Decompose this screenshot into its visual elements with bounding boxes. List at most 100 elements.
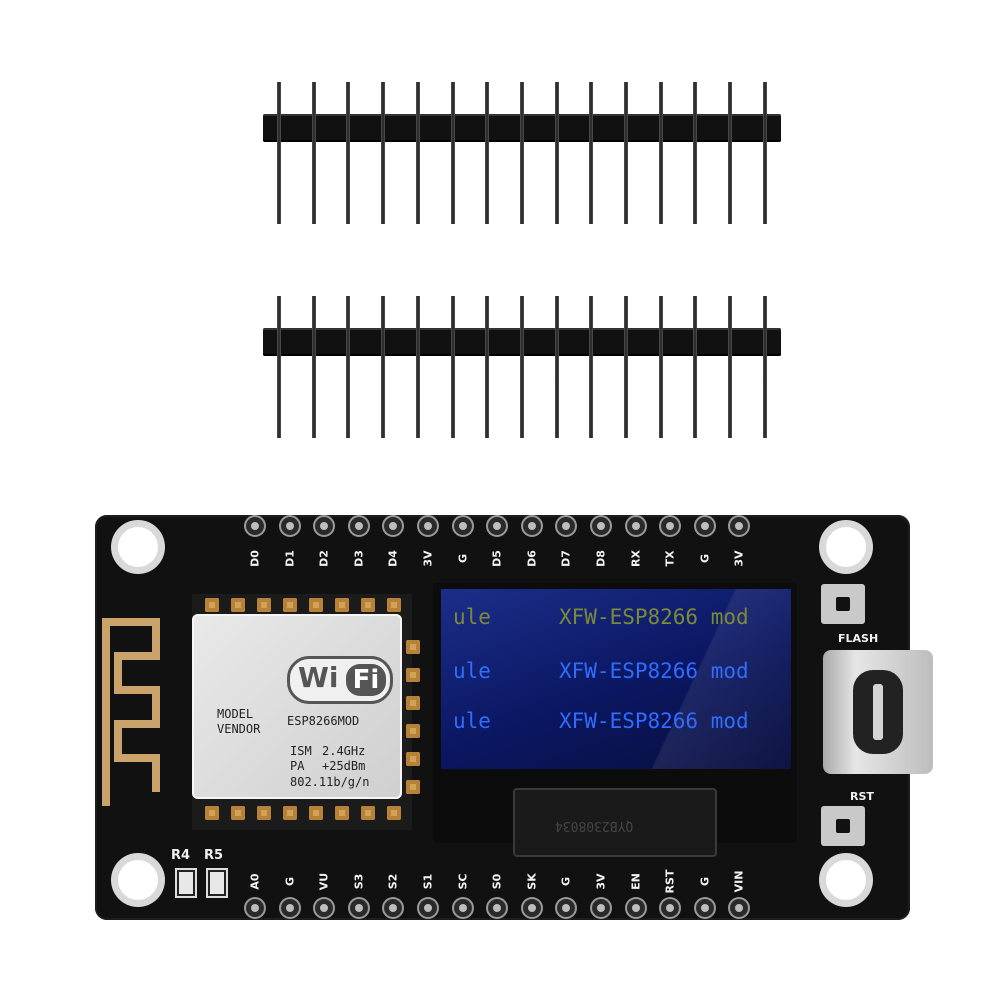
bottom-pad[interactable] <box>349 899 368 917</box>
freq-label: 2.4GHz <box>322 744 366 758</box>
header-pin <box>624 296 628 438</box>
castellated-pad <box>231 598 245 612</box>
oled-line-3-left: ule <box>453 709 491 733</box>
top-pad[interactable] <box>419 517 437 535</box>
bottom-pad[interactable] <box>453 899 472 917</box>
resistor-r5 <box>208 870 226 896</box>
top-pad[interactable] <box>626 517 645 535</box>
oled-line-1-left: ule <box>453 605 491 629</box>
top-pad[interactable] <box>280 517 299 535</box>
bottom-pad[interactable] <box>592 899 610 917</box>
top-pad[interactable] <box>488 517 507 535</box>
castellated-pad <box>361 598 375 612</box>
pa-label: PA <box>290 759 305 773</box>
vendor-label: VENDOR <box>217 722 261 736</box>
top-pad[interactable] <box>315 517 334 535</box>
header-pin <box>415 82 420 224</box>
flash-button[interactable] <box>821 584 865 624</box>
header-pin <box>311 296 316 438</box>
mount-hole-tr <box>826 527 866 567</box>
castellated-pad <box>406 696 420 710</box>
flex-code: QYB2308034 <box>555 818 634 833</box>
bottom-pin-label: SC <box>456 873 470 890</box>
top-pin-label: D3 <box>352 550 366 567</box>
bottom-pad[interactable] <box>384 899 403 917</box>
top-pad[interactable] <box>384 517 403 535</box>
header-pin <box>485 296 490 438</box>
top-pin-label: 3V <box>421 550 435 567</box>
header-pin <box>728 82 733 224</box>
bottom-pad[interactable] <box>626 899 645 917</box>
bottom-pin-label: VIN <box>732 870 746 893</box>
castellated-pad <box>205 598 219 612</box>
oled-display: ule XFW-ESP8266 mod ule XFW-ESP8266 mod … <box>433 583 797 857</box>
bottom-pad[interactable] <box>661 899 680 917</box>
ism-label: ISM <box>290 744 312 758</box>
top-pin-label: D5 <box>490 550 504 567</box>
castellated-pad <box>361 806 375 820</box>
top-pin-label: D6 <box>525 550 539 567</box>
header-pin <box>762 296 767 438</box>
bottom-pad[interactable] <box>280 899 299 917</box>
r4-label: R4 <box>171 848 191 863</box>
header-pin <box>554 82 559 224</box>
header-pin <box>554 296 559 438</box>
header-pin <box>589 296 594 438</box>
bottom-pin-label: A0 <box>248 873 262 890</box>
wifi-logo-fi: Fi <box>346 664 386 696</box>
header-pin <box>346 296 351 438</box>
top-pad[interactable] <box>730 517 749 535</box>
mount-hole-tl <box>118 527 158 567</box>
top-pad[interactable] <box>349 517 368 535</box>
oled-line-2-left: ule <box>453 659 491 683</box>
header-pin <box>381 296 386 438</box>
bottom-pad[interactable] <box>419 899 437 917</box>
castellated-pad <box>205 806 219 820</box>
header-pin <box>693 296 698 438</box>
usb-c-port[interactable] <box>823 650 933 774</box>
reset-button[interactable] <box>821 806 865 846</box>
bottom-pin-label: SK <box>525 873 539 890</box>
top-pad[interactable] <box>695 517 714 535</box>
castellated-pad <box>309 806 323 820</box>
power-label: +25dBm <box>322 759 366 773</box>
header-pin <box>589 82 594 224</box>
bottom-pad[interactable] <box>246 899 264 917</box>
bottom-pad[interactable] <box>315 899 334 917</box>
header-pin <box>346 82 351 224</box>
model-label: MODEL <box>217 707 254 721</box>
top-pin-label: D2 <box>317 550 331 567</box>
bottom-pad[interactable] <box>522 899 541 917</box>
header-pin <box>415 296 420 438</box>
top-pad[interactable] <box>246 517 264 535</box>
standard-label: 802.11b/g/n <box>290 775 370 789</box>
header-pin <box>381 82 386 224</box>
top-pad[interactable] <box>557 517 576 535</box>
top-pin-label: 3V <box>732 550 746 567</box>
top-pin-label: D7 <box>559 550 573 567</box>
mount-hole-bl <box>118 860 158 900</box>
castellated-pad <box>406 668 420 682</box>
top-pad[interactable] <box>592 517 610 535</box>
header-pin <box>311 82 316 224</box>
castellated-pad <box>309 598 323 612</box>
header-pin <box>485 82 490 224</box>
top-pad[interactable] <box>522 517 541 535</box>
oled-screen: ule XFW-ESP8266 mod ule XFW-ESP8266 mod … <box>441 589 791 769</box>
bottom-pin-label: S1 <box>421 873 435 890</box>
top-pad[interactable] <box>661 517 680 535</box>
header-pin <box>450 296 455 438</box>
header-pin <box>277 82 281 224</box>
top-pin-label: G <box>698 553 712 564</box>
top-pad[interactable] <box>453 517 472 535</box>
top-pin-label: TX <box>663 550 677 567</box>
bottom-pad[interactable] <box>730 899 749 917</box>
castellated-pad <box>406 724 420 738</box>
oled-line-3-right: XFW-ESP8266 mod <box>559 709 749 733</box>
bottom-pad[interactable] <box>488 899 507 917</box>
bottom-pad[interactable] <box>557 899 576 917</box>
bottom-pad[interactable] <box>695 899 714 917</box>
bottom-pin-label: RST <box>663 869 677 894</box>
bottom-pin-label: 3V <box>594 873 608 890</box>
castellated-pad <box>335 806 349 820</box>
